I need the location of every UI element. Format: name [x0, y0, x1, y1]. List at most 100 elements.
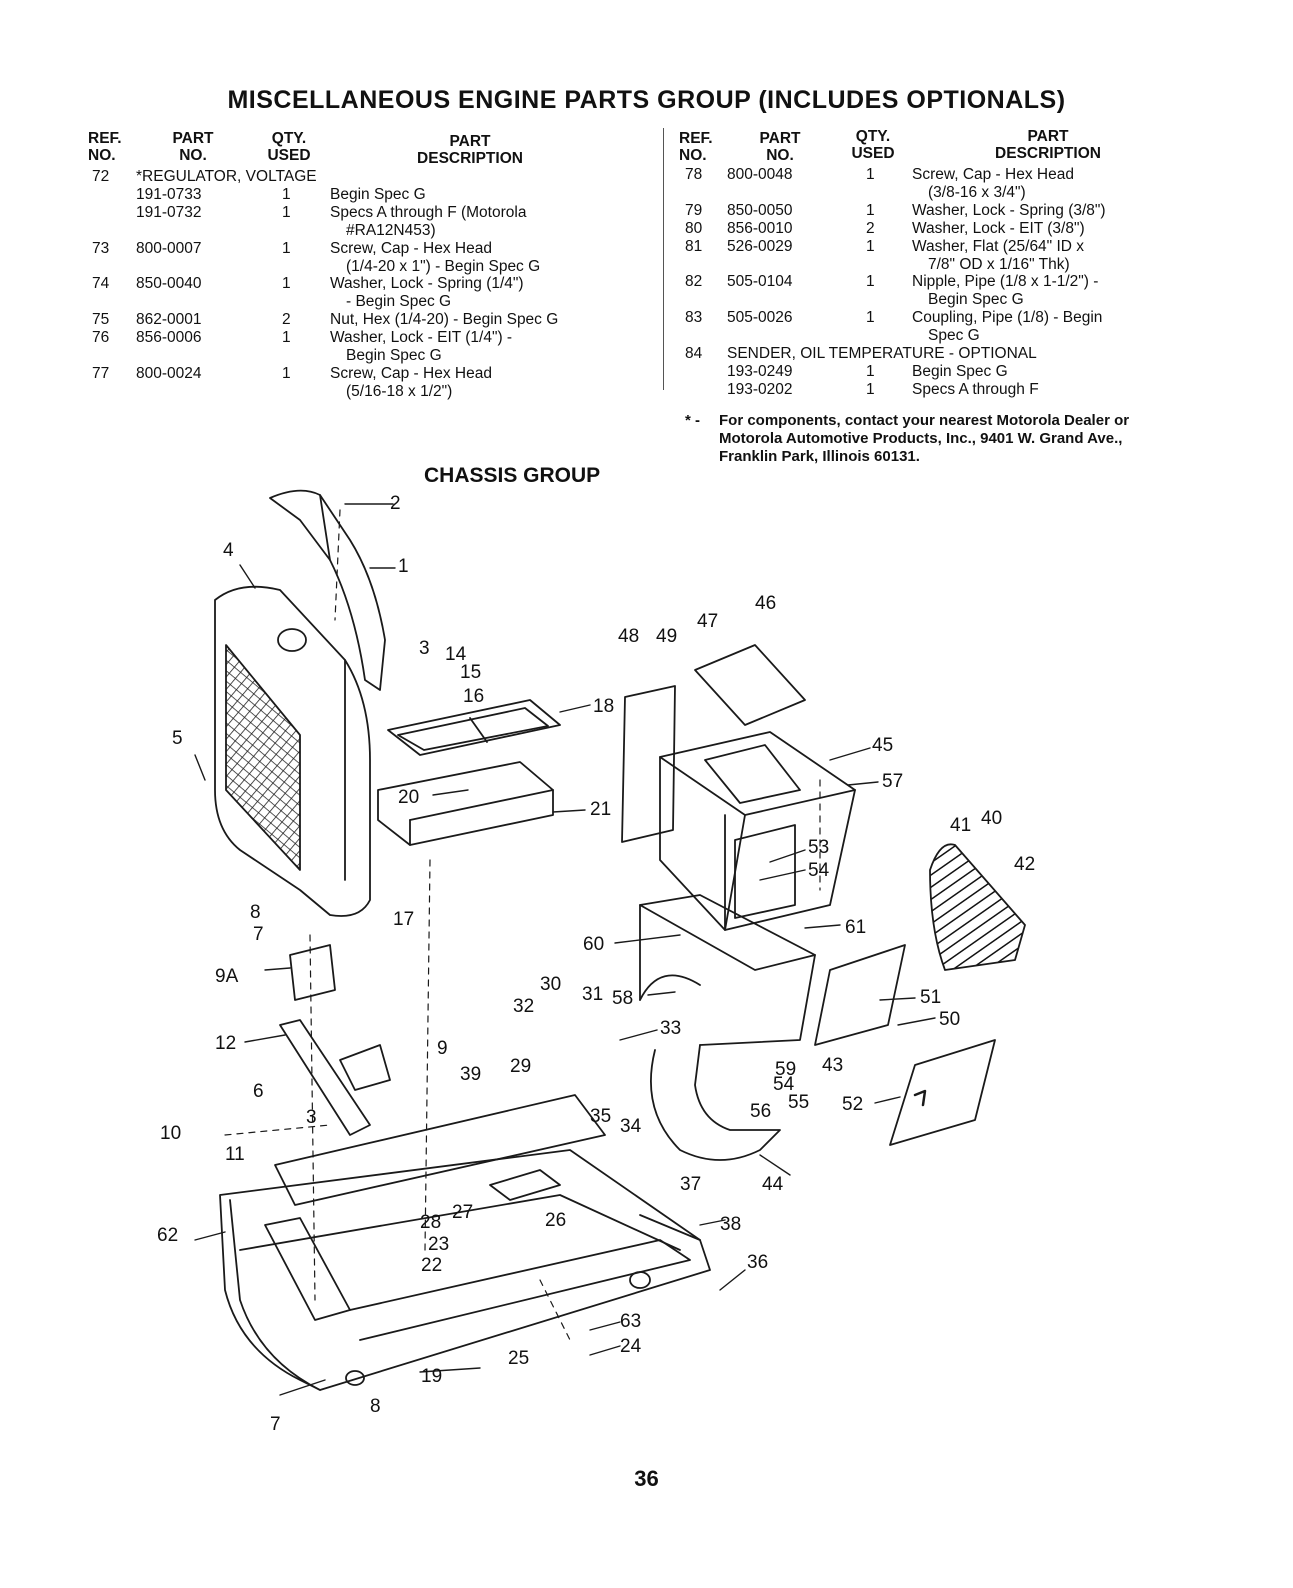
callout-5: 5 — [172, 728, 183, 749]
cell-ref: 77 — [92, 364, 110, 382]
callout-33: 33 — [660, 1018, 681, 1039]
callout-4: 4 — [223, 540, 234, 561]
cell-qty: 1 — [866, 237, 875, 255]
hood-cover — [269, 489, 386, 691]
header-qty: QTY.USED — [851, 128, 895, 162]
cell-ref: 72 — [92, 168, 110, 185]
cell-desc: Begin Spec G — [330, 185, 426, 203]
cell-desc: (3/8-16 x 3/4") — [928, 183, 1026, 201]
cell-ref: 81 — [685, 237, 703, 255]
footnote-mark: * - — [685, 412, 700, 429]
louver-grille — [929, 843, 1026, 971]
page-title: MISCELLANEOUS ENGINE PARTS GROUP (INCLUD… — [227, 86, 1066, 114]
callout-27: 27 — [452, 1202, 473, 1223]
callout-10: 10 — [160, 1123, 181, 1144]
assembly-lines — [224, 509, 821, 1341]
cell-qty: 1 — [282, 364, 291, 382]
footnote-line: Motorola Automotive Products, Inc., 9401… — [719, 430, 1123, 447]
callout-58: 58 — [612, 988, 633, 1009]
cell-qty: 1 — [282, 329, 291, 347]
chassis-frame — [219, 1149, 711, 1391]
callout-2: 2 — [390, 493, 401, 514]
cell-part: 191-0732 — [136, 203, 202, 221]
callout-7: 7 — [253, 924, 264, 945]
cell-desc: Begin Spec G — [346, 347, 442, 364]
cell-desc: Screw, Cap - Hex Head — [912, 166, 1074, 183]
callout-53: 53 — [808, 837, 829, 858]
cell-qty: 1 — [282, 275, 291, 293]
frame-rails — [274, 1019, 701, 1241]
cell-part: 800-0024 — [136, 364, 202, 382]
cell-desc: Nut, Hex (1/4-20) - Begin Spec G — [330, 311, 559, 329]
cell-part: 800-0007 — [136, 239, 202, 257]
chassis-group-title: CHASSIS GROUP — [424, 464, 601, 487]
footnote: * - For components, contact your nearest… — [685, 412, 1169, 466]
cell-desc: Spec G — [928, 327, 980, 345]
cell-desc: Specs A through F — [912, 380, 1039, 398]
cell-desc: Washer, Lock - Spring (3/8") — [912, 201, 1106, 219]
cell-part: *REGULATOR, VOLTAGE — [136, 168, 317, 185]
callout-7: 7 — [270, 1414, 281, 1435]
callout-leaders — [194, 503, 936, 1396]
callout-54: 54 — [808, 860, 830, 881]
cell-qty: 1 — [866, 309, 875, 327]
callout-18: 18 — [593, 696, 614, 717]
callout-8: 8 — [370, 1396, 381, 1417]
callout-60: 60 — [583, 934, 604, 955]
callout-20: 20 — [398, 787, 419, 808]
cell-qty: 1 — [866, 273, 875, 291]
cell-desc: Begin Spec G — [928, 291, 1024, 309]
callout-26: 26 — [545, 1210, 566, 1231]
cell-part: 505-0104 — [727, 273, 793, 291]
front-grille-housing — [214, 585, 371, 917]
cell-desc: Washer, Lock - EIT (3/8") — [912, 219, 1085, 237]
footnote-line: Franklin Park, Illinois 60131. — [719, 448, 920, 465]
callout-3: 3 — [419, 638, 430, 659]
callout-61: 61 — [845, 917, 866, 938]
cell-desc: (5/16-18 x 1/2") — [346, 382, 453, 400]
callout-55: 55 — [788, 1092, 809, 1113]
cell-desc: Washer, Flat (25/64" ID x — [912, 237, 1085, 255]
header-ref: REF.NO. — [88, 130, 122, 164]
air-shroud — [639, 894, 816, 1046]
callout-63: 63 — [620, 1311, 641, 1332]
callout-1: 1 — [398, 556, 409, 577]
callout-9A: 9A — [215, 966, 239, 987]
cell-part: 862-0001 — [136, 311, 202, 329]
cell-part: 800-0048 — [727, 166, 793, 183]
callout-28: 28 — [420, 1212, 441, 1233]
cell-qty: 1 — [866, 166, 875, 183]
callout-3: 3 — [306, 1107, 317, 1128]
cell-part: 856-0006 — [136, 329, 202, 347]
cell-desc: Washer, Lock - EIT (1/4") - — [330, 329, 513, 347]
cell-desc: Screw, Cap - Hex Head — [330, 239, 492, 257]
callout-54: 54 — [773, 1074, 795, 1095]
callout-19: 19 — [421, 1366, 442, 1387]
cell-desc: - Begin Spec G — [346, 293, 452, 311]
cell-qty: 1 — [282, 185, 291, 203]
callout-12: 12 — [215, 1033, 236, 1054]
callout-40: 40 — [981, 808, 1002, 829]
callout-34: 34 — [620, 1116, 642, 1137]
top-cover-panel — [621, 644, 806, 843]
cell-qty: 1 — [282, 239, 291, 257]
footnote-line: For components, contact your nearest Mot… — [719, 412, 1130, 429]
cell-ref: 78 — [685, 166, 703, 183]
cell-ref: 83 — [685, 309, 703, 327]
header-ref: REF.NO. — [679, 130, 713, 164]
callout-36: 36 — [747, 1252, 768, 1273]
cell-qty: 2 — [282, 311, 291, 329]
cell-desc: (1/4-20 x 1") - Begin Spec G — [346, 257, 541, 275]
callout-50: 50 — [939, 1009, 960, 1030]
cell-desc: Specs A through F (Motorola — [330, 203, 527, 221]
callout-51: 51 — [920, 987, 941, 1008]
cell-desc: Nipple, Pipe (1/8 x 1-1/2") - — [912, 273, 1099, 291]
callout-45: 45 — [872, 735, 893, 756]
callout-42: 42 — [1014, 854, 1035, 875]
callout-48: 48 — [618, 626, 639, 647]
callout-39: 39 — [460, 1064, 481, 1085]
cell-ref: 79 — [685, 201, 703, 219]
header-qty: QTY.USED — [267, 130, 311, 164]
